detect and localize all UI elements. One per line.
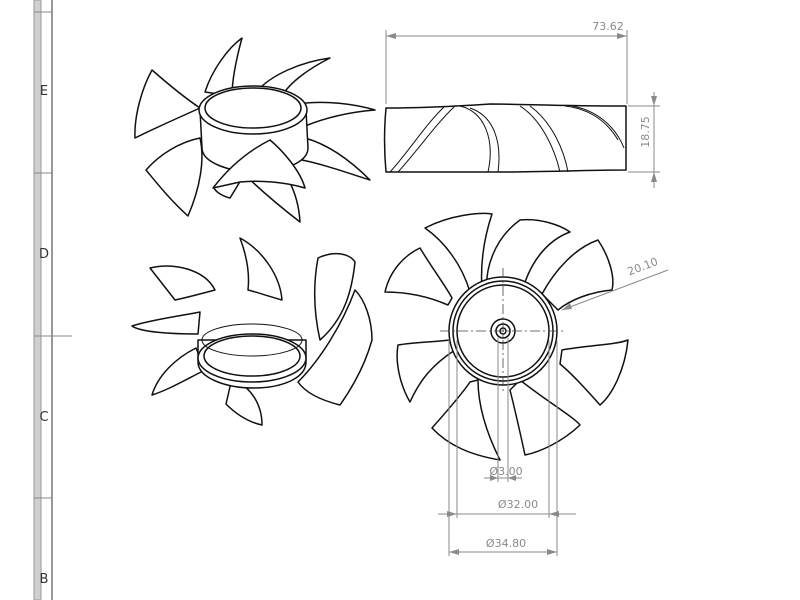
fan-blade xyxy=(131,311,201,335)
fan-blade xyxy=(301,137,371,181)
arrowhead xyxy=(386,33,396,39)
isometric-view-front xyxy=(134,37,376,223)
zone-label-b: B xyxy=(40,572,49,587)
fan-blade xyxy=(384,247,453,306)
isometric-view-rear xyxy=(131,237,373,426)
leader-line xyxy=(561,269,669,311)
hub-face xyxy=(204,87,302,129)
fan-blade xyxy=(424,212,493,293)
blade-edge xyxy=(397,105,456,173)
fan-blade xyxy=(212,139,306,189)
arrowhead xyxy=(547,549,557,555)
zone-label-c: C xyxy=(39,410,48,425)
fan-blade xyxy=(257,57,331,97)
side-view: 73.62 18.75 xyxy=(383,20,660,188)
arrowhead xyxy=(617,33,627,39)
front-view: 20.10 Ø3.00 Ø32.00 Ø34.80 xyxy=(384,212,669,556)
dim-hub-outer-diameter: Ø34.80 xyxy=(486,537,526,550)
arrowhead xyxy=(651,96,657,106)
arrowhead xyxy=(651,172,657,182)
fan-blade xyxy=(297,289,373,406)
arrowhead xyxy=(490,475,498,481)
fan-blade xyxy=(239,237,283,301)
blade-edge xyxy=(459,105,491,173)
fan-blade xyxy=(541,239,614,311)
frame-rail xyxy=(33,0,42,600)
arrowhead xyxy=(508,475,516,481)
hub-back-edge xyxy=(201,323,303,357)
arrowhead xyxy=(562,303,572,310)
fan-blade xyxy=(134,69,201,139)
fan-blade xyxy=(431,379,501,461)
fan-blade xyxy=(149,265,216,301)
blade-profile-outline xyxy=(383,103,627,173)
blade-edge xyxy=(529,105,569,173)
blade-edge xyxy=(564,105,619,141)
fan-blade xyxy=(313,252,356,341)
blade-edge xyxy=(389,105,446,173)
arrowhead xyxy=(449,549,459,555)
dim-shaft-diameter: Ø3.00 xyxy=(489,465,522,478)
blade-edge xyxy=(571,105,625,149)
dim-hub-inner-diameter: Ø32.00 xyxy=(498,498,538,511)
blade-edge xyxy=(469,107,500,173)
fan-blade xyxy=(297,101,376,127)
fan-blade xyxy=(559,339,629,406)
fan-blade xyxy=(151,347,206,396)
zone-label-e: E xyxy=(40,84,48,99)
fan-blade xyxy=(204,37,243,97)
dim-overall-length: 73.62 xyxy=(592,20,624,33)
fan-blade xyxy=(509,379,581,456)
sheet-frame: E D C B xyxy=(33,0,72,600)
blade-edge xyxy=(519,105,561,173)
dim-blade-height: 18.75 xyxy=(639,116,652,148)
fan-blade xyxy=(145,137,203,217)
zone-label-d: D xyxy=(39,247,49,262)
fan-blade xyxy=(396,339,456,403)
fan-blade xyxy=(225,377,263,426)
